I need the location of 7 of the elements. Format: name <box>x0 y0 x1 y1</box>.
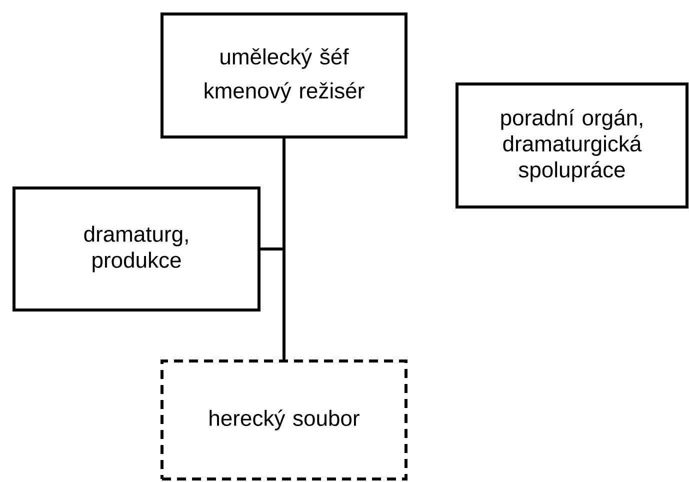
connector-line <box>282 249 286 360</box>
connector-line <box>282 138 286 249</box>
role-box: dramaturg, produkce <box>12 186 260 312</box>
role-box: umělecký šéf kmenový režisér <box>160 12 408 138</box>
ensemble-box: herecký soubor <box>160 360 408 480</box>
connector-line <box>260 248 284 250</box>
role-box: poradní orgán, dramaturgická spolupráce <box>456 82 688 208</box>
